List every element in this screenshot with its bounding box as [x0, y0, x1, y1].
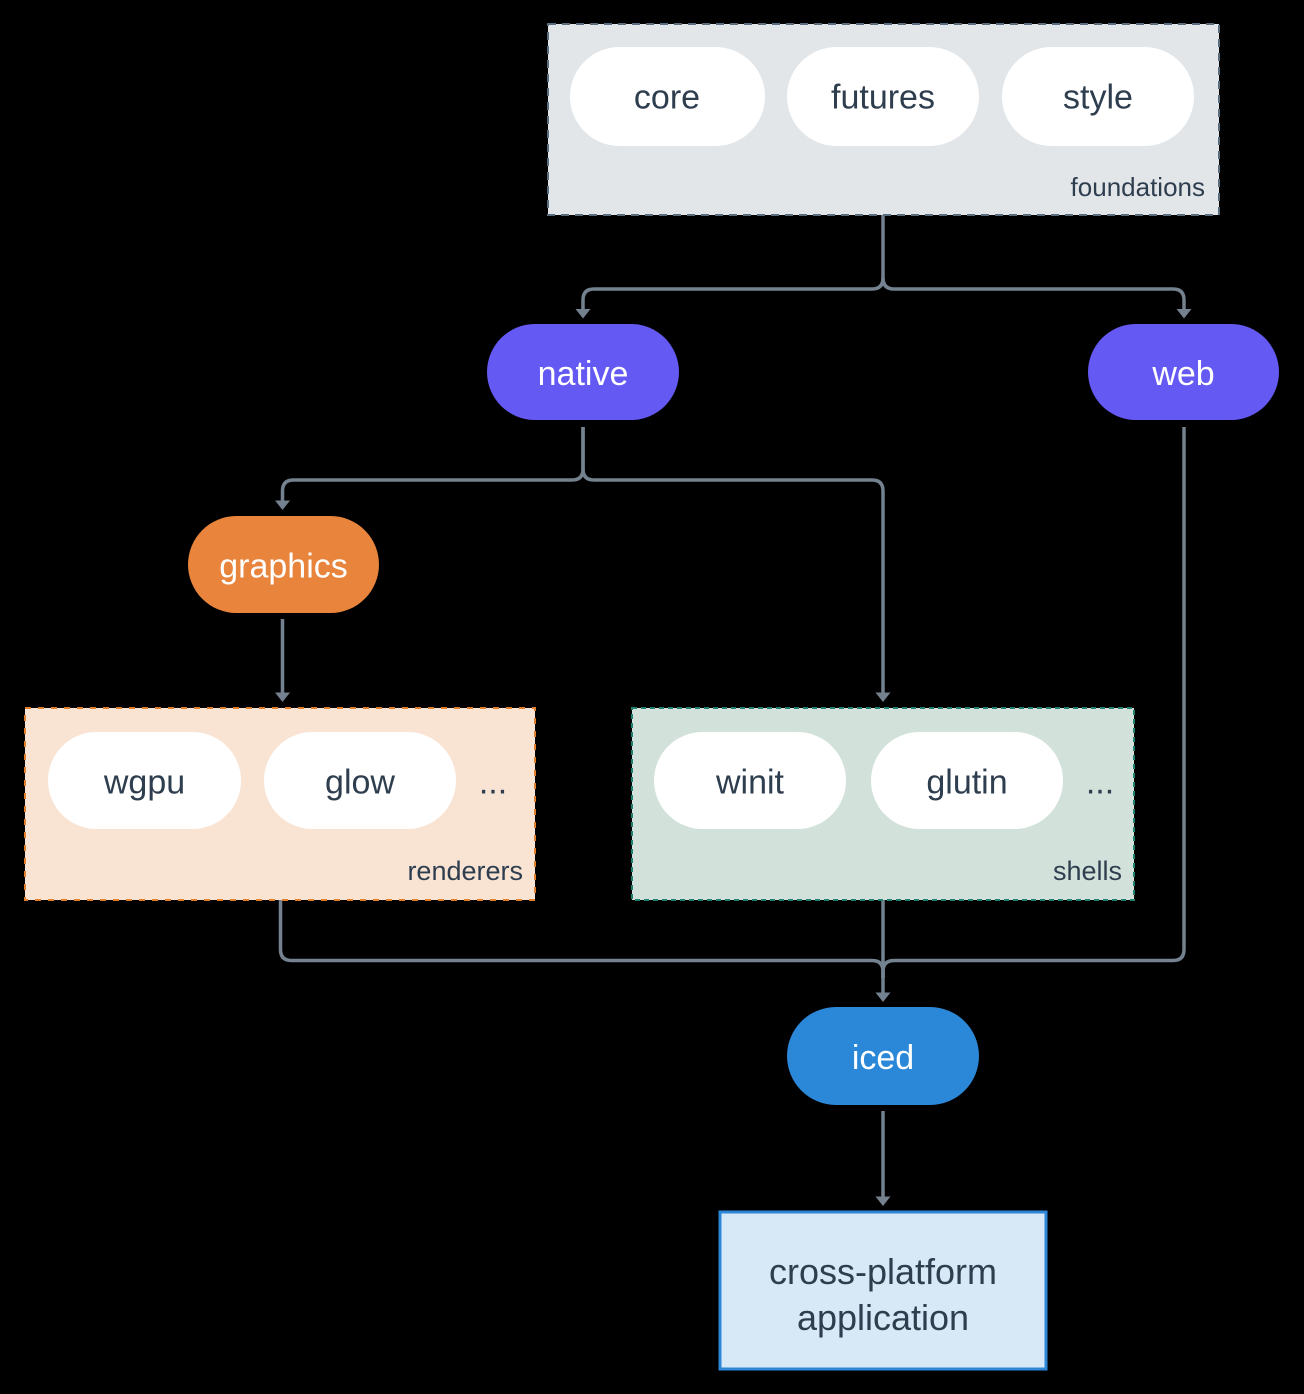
svg-text:renderers: renderers — [407, 856, 523, 886]
svg-text:application: application — [797, 1297, 969, 1338]
svg-text:shells: shells — [1053, 856, 1122, 886]
svg-text:winit: winit — [715, 764, 785, 802]
svg-text:glutin: glutin — [926, 764, 1007, 802]
svg-text:native: native — [538, 355, 629, 393]
svg-text:...: ... — [1086, 764, 1114, 802]
svg-text:...: ... — [479, 764, 507, 802]
svg-text:cross-platform: cross-platform — [769, 1251, 997, 1292]
svg-text:wgpu: wgpu — [103, 764, 185, 802]
svg-text:web: web — [1151, 355, 1214, 393]
svg-text:foundations: foundations — [1071, 172, 1205, 202]
svg-text:graphics: graphics — [219, 548, 348, 586]
svg-text:futures: futures — [831, 79, 935, 117]
svg-text:style: style — [1063, 79, 1133, 117]
svg-text:core: core — [634, 79, 700, 117]
svg-text:iced: iced — [852, 1039, 914, 1077]
svg-text:glow: glow — [325, 764, 395, 802]
